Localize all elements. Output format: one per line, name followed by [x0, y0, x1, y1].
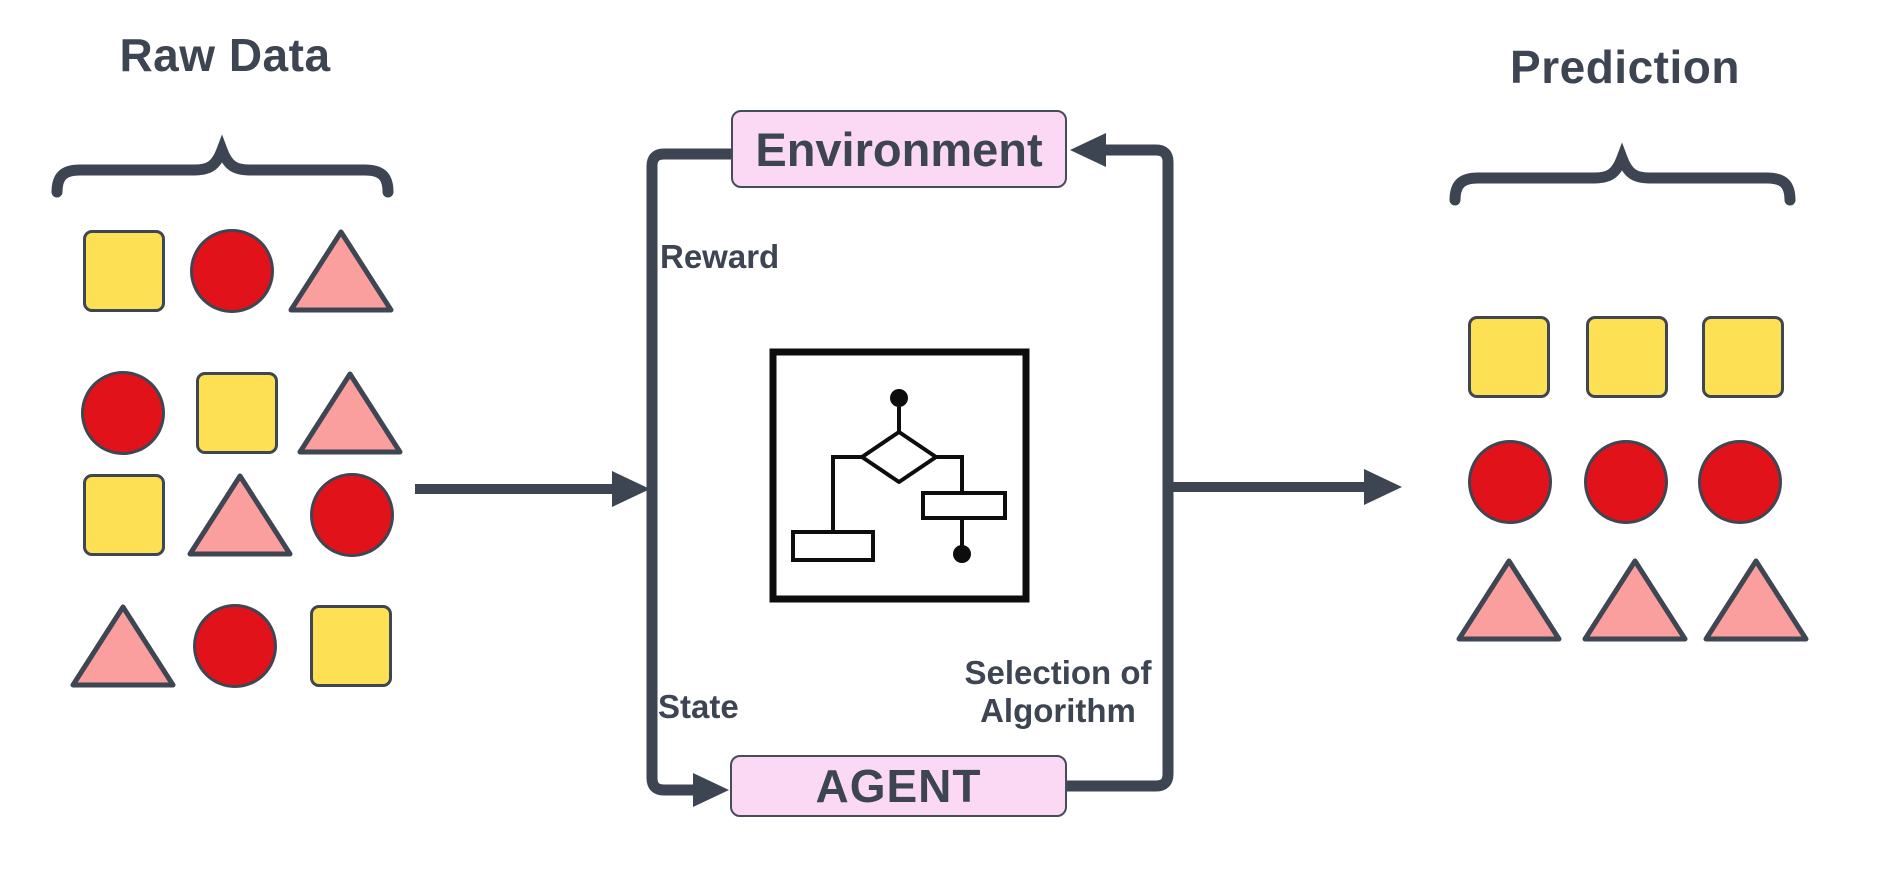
shape-triangle — [288, 229, 394, 313]
shape-circle — [310, 473, 394, 557]
shape-circle — [1698, 440, 1782, 524]
shape-circle — [1584, 440, 1668, 524]
algorithm-flowchart-icon — [769, 348, 1030, 603]
prediction-title: Prediction — [1510, 41, 1740, 93]
agent-label: AGENT — [815, 760, 982, 812]
feedback-line-left — [646, 148, 731, 807]
flow-process-right — [921, 491, 1007, 520]
shape-circle — [193, 604, 277, 688]
shape-square — [83, 230, 165, 312]
reward-label: Reward — [660, 238, 780, 275]
shape-square — [196, 372, 278, 454]
environment-label: Environment — [755, 122, 1043, 176]
selection-of-algorithm-label: Selection of Algorithm — [938, 654, 1178, 730]
right-brace — [1449, 142, 1796, 206]
shape-circle — [81, 371, 165, 455]
shape-square — [83, 474, 165, 556]
flow-decision-diamond — [860, 430, 938, 484]
shape-square — [1586, 316, 1668, 398]
flow-start-dot — [890, 389, 908, 407]
shape-triangle — [70, 604, 176, 688]
shape-triangle — [1582, 558, 1688, 642]
environment-box: Environment — [731, 110, 1067, 188]
selection-label-line2: Algorithm — [980, 692, 1136, 729]
input-arrow — [415, 471, 650, 507]
feedback-line-right — [1067, 133, 1174, 792]
agent-arrowhead — [693, 773, 729, 807]
environment-arrowhead — [1070, 133, 1106, 167]
flow-end-dot — [953, 545, 971, 563]
shape-triangle — [297, 371, 403, 455]
shape-square — [310, 605, 392, 687]
flow-process-left — [791, 530, 875, 562]
output-arrow — [1168, 469, 1402, 505]
raw-data-title: Raw Data — [119, 29, 331, 81]
shape-circle — [1468, 440, 1552, 524]
agent-box: AGENT — [730, 755, 1067, 817]
state-label: State — [658, 688, 739, 725]
shape-triangle — [1456, 558, 1562, 642]
shape-circle — [190, 229, 274, 313]
shape-triangle — [187, 473, 293, 557]
shape-triangle — [1703, 558, 1809, 642]
shape-square — [1468, 316, 1550, 398]
shape-square — [1702, 316, 1784, 398]
selection-label-line1: Selection of — [964, 654, 1152, 691]
left-brace — [51, 134, 394, 198]
